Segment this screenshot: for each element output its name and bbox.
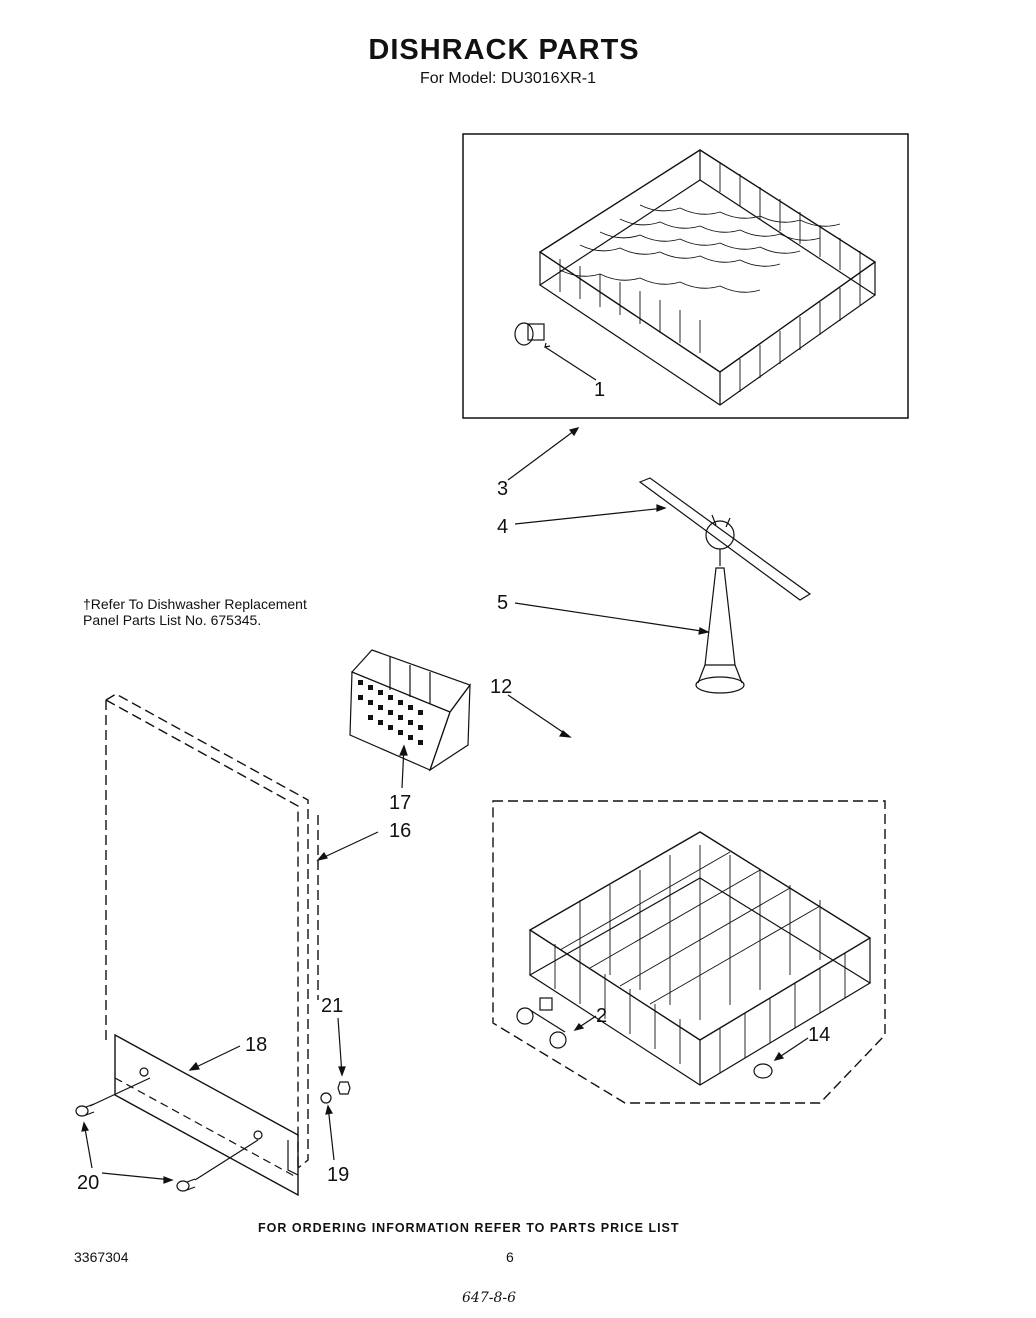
handwritten-code: 647-8-6 <box>462 1290 516 1306</box>
callout-16: 16 <box>389 820 412 842</box>
callout-1: 1 <box>594 379 606 401</box>
callout-20: 20 <box>77 1172 100 1194</box>
washer-drawing <box>320 1092 332 1104</box>
upper-rack-drawing <box>514 149 877 406</box>
page-title: DISHRACK PARTS <box>368 34 640 66</box>
callout-2: 2 <box>596 1005 608 1027</box>
callout-5: 5 <box>497 592 509 614</box>
callout-21: 21 <box>321 995 344 1017</box>
silverware-basket-drawing <box>349 649 471 772</box>
replacement-panel-note: †Refer To Dishwasher Replacement Panel P… <box>83 596 307 628</box>
lower-rack-drawing <box>516 831 872 1086</box>
panel-drawing <box>105 693 319 1169</box>
document-number: 3367304 <box>74 1249 129 1265</box>
model-subtitle: For Model: DU3016XR-1 <box>419 70 597 87</box>
nut-drawing <box>337 1081 351 1095</box>
ordering-footer: FOR ORDERING INFORMATION REFER TO PARTS … <box>258 1221 680 1235</box>
callout-18: 18 <box>245 1034 268 1056</box>
lower-rack-frame <box>492 800 886 1104</box>
note-line-2: Panel Parts List No. 675345. <box>83 612 262 628</box>
callout-17: 17 <box>389 792 412 814</box>
spray-arm-drawing <box>638 477 812 694</box>
callout-12: 12 <box>490 676 513 698</box>
kick-plate-drawing <box>114 1033 299 1197</box>
page-number: 6 <box>506 1249 514 1265</box>
callout-3: 3 <box>497 478 509 500</box>
upper-rack-frame <box>462 133 909 419</box>
callout-19: 19 <box>327 1164 350 1186</box>
callout-4: 4 <box>497 516 509 538</box>
note-line-1: †Refer To Dishwasher Replacement <box>83 596 307 612</box>
callout-14: 14 <box>808 1024 831 1046</box>
